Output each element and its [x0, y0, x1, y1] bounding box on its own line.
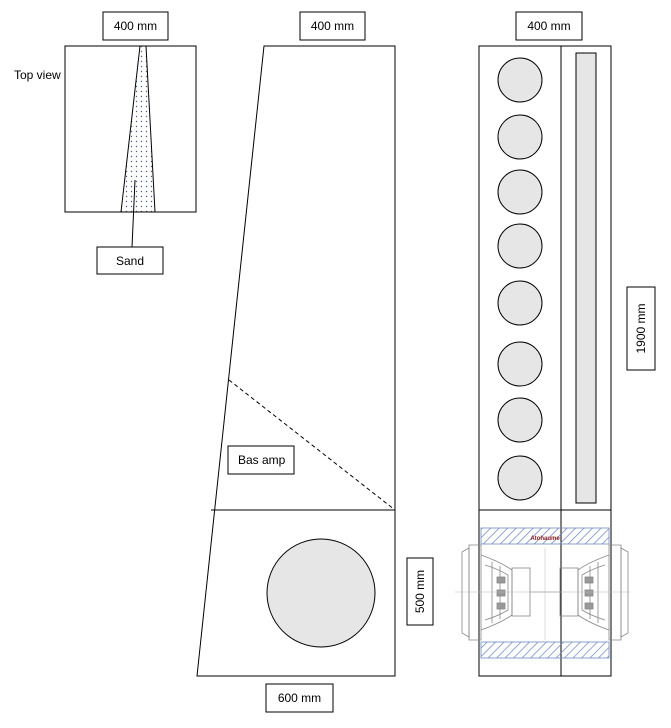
sand-wedge — [120, 45, 156, 213]
front-driver-circle — [497, 341, 543, 387]
front-driver-circle — [497, 169, 543, 215]
height-label: 1900 mm — [634, 303, 648, 353]
side-top-width-label-box — [299, 11, 366, 41]
side-outline — [196, 45, 396, 677]
sand-label-box — [96, 246, 164, 275]
front-width-label-box — [515, 11, 583, 41]
height-label-box — [626, 286, 656, 371]
side-view: 400 mm Bas amp 500 mm 600 mm — [196, 11, 434, 713]
top-view-width-label-box — [102, 11, 169, 41]
lower-height-label: 500 mm — [413, 570, 427, 613]
driver-brand-text: Atohaume — [530, 536, 560, 542]
bottom-width-label-box — [265, 683, 334, 713]
front-driver-circle — [497, 223, 543, 269]
front-driver-circle — [497, 455, 543, 501]
side-top-width-label: 400 mm — [311, 19, 354, 33]
top-view: 400 mm Top view Sand — [14, 11, 197, 275]
front-driver-circle — [497, 114, 543, 160]
bass-amp-label-box — [227, 445, 295, 475]
front-driver-circle — [497, 57, 543, 103]
bass-amp-label: Bas amp — [238, 453, 286, 467]
top-view-width-label: 400 mm — [114, 19, 157, 33]
bottom-clamp-hatch — [480, 641, 610, 659]
sand-label: Sand — [116, 254, 144, 268]
lower-height-label-box — [406, 557, 434, 626]
front-driver-circle — [497, 397, 543, 443]
sand-leader-line — [131, 179, 136, 248]
top-view-caption: Top view — [14, 68, 61, 82]
amp-diagonal-dashed — [228, 379, 396, 511]
front-driver-circle — [497, 280, 543, 326]
woofer-circle — [266, 538, 376, 648]
bottom-width-label: 600 mm — [278, 691, 321, 705]
front-width-label: 400 mm — [527, 19, 570, 33]
top-clamp-hatch — [480, 527, 610, 545]
front-view: 400 mm 1900 mm Atohaume — [455, 11, 656, 677]
twin-subwoofer-drawing: Atohaume — [455, 527, 630, 659]
driver-column — [497, 57, 543, 501]
ribbon-tweeter — [575, 52, 597, 504]
